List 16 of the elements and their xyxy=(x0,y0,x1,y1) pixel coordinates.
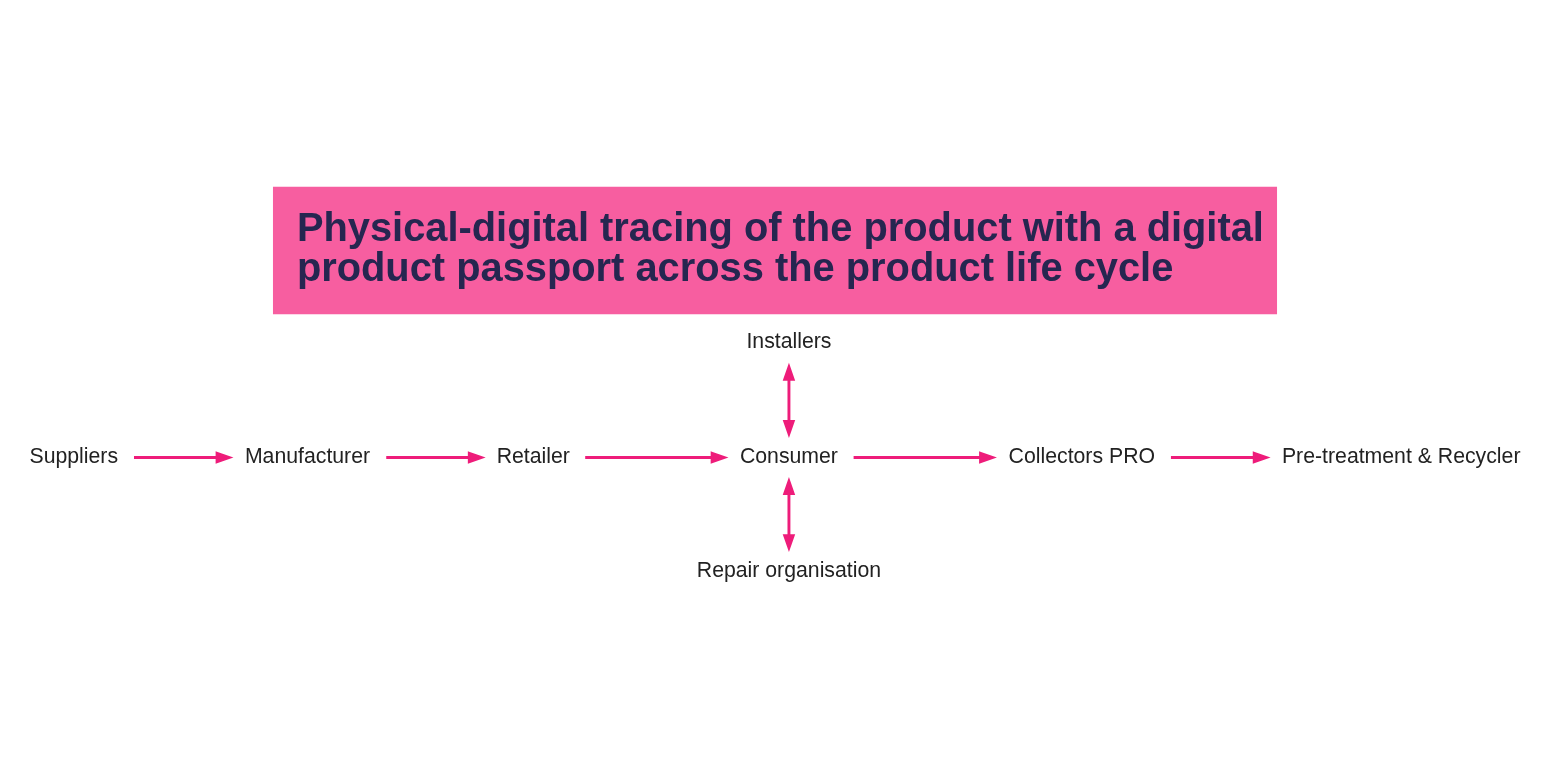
node-text: Suppliers xyxy=(29,443,119,468)
arrow xyxy=(134,450,234,464)
node-text: Manufacturer xyxy=(244,443,371,468)
arrow xyxy=(386,450,486,464)
arrow xyxy=(782,362,796,438)
node-text: Consumer xyxy=(739,443,838,468)
arrow xyxy=(1170,450,1271,464)
arrow xyxy=(585,450,729,464)
node-text: Installers xyxy=(746,328,832,353)
node-text: Collectors PRO xyxy=(1008,443,1156,468)
arrow xyxy=(782,476,796,552)
arrow xyxy=(853,450,997,464)
node-text: Pre-treatment & Recycler xyxy=(1281,443,1521,468)
diagram-title: Physical-digital tracing of the product with a digital product passport across the product life cycle xyxy=(296,204,1264,289)
node-text: Repair organisation xyxy=(696,557,882,582)
node-text: Retailer xyxy=(496,443,570,468)
